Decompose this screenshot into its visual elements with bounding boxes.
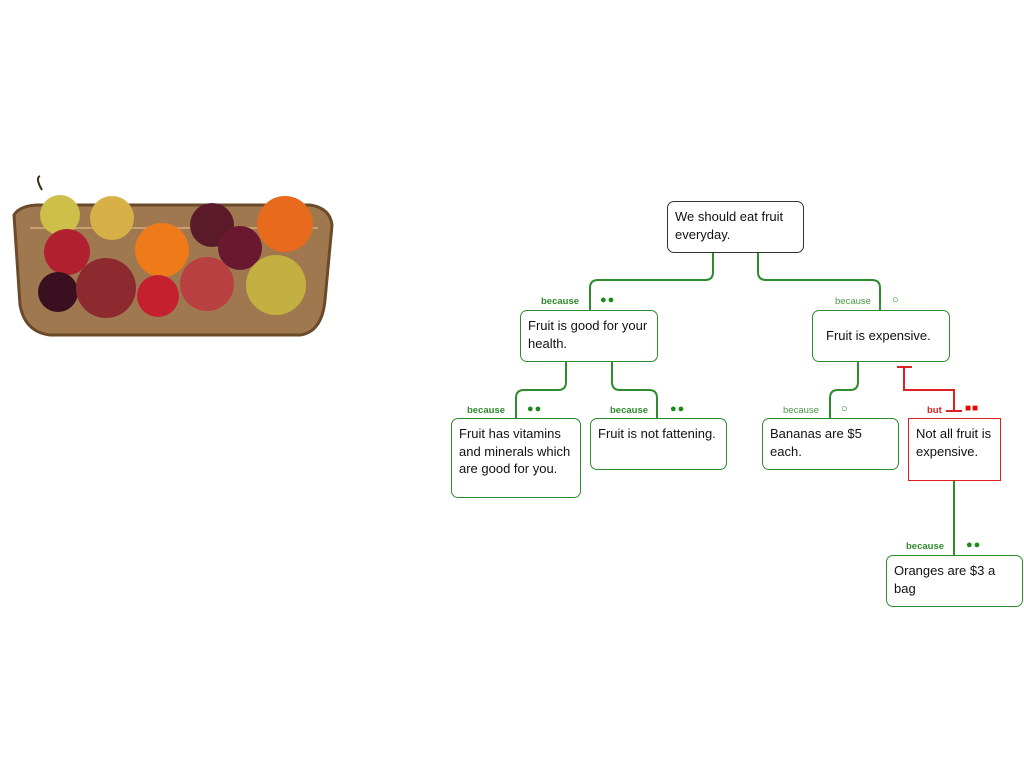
reason-node-fattening[interactable]: Fruit is not fattening. [590,418,727,470]
strength-dots-icon: ●● [600,294,616,306]
relation-label: because [541,296,580,307]
relation-label: because [835,296,871,307]
fruit-basket-image [12,175,334,337]
strength-dots-icon: ●● [527,403,543,415]
strength-circle-icon: ○ [841,403,849,415]
strength-dots-icon: ●● [670,403,686,415]
reason-node-vitamins[interactable]: Fruit has vitamins and minerals which ar… [451,418,581,498]
relation-label: because [467,405,506,416]
relation-label: because [783,405,819,416]
objection-node-notall[interactable]: Not all fruit is expensive. [908,418,1001,481]
relation-label: because [610,405,649,416]
strength-dots-icon: ●● [966,539,982,551]
reason-node-oranges[interactable]: Oranges are $3 a bag [886,555,1023,607]
reason-node-bananas[interactable]: Bananas are $5 each. [762,418,899,470]
reason-node-health[interactable]: Fruit is good for your health. [520,310,658,362]
root-claim-node[interactable]: We should eat fruit everyday. [667,201,804,253]
relation-label-but: but [927,405,942,416]
relation-label: because [906,541,945,552]
reason-node-expensive[interactable]: Fruit is expensive. [812,310,950,362]
strength-squares-icon: ■■ [965,403,980,414]
strength-circle-icon: ○ [892,294,900,306]
